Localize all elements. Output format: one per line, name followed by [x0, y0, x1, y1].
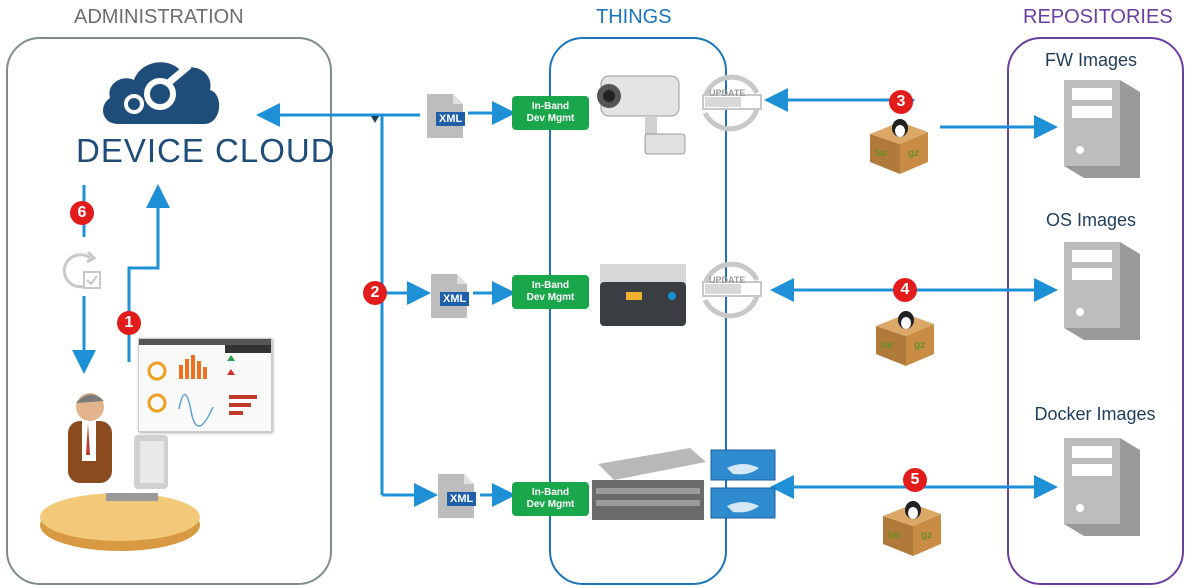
archive-box-icon [876, 311, 934, 366]
dashboard-thumbnail [138, 338, 272, 432]
server-tower-icon [1064, 242, 1140, 340]
update-label: UPDATE [709, 88, 746, 98]
xml-doc-1: XML [425, 92, 466, 140]
archive-box-3: tar gz [879, 496, 945, 558]
cloud-gear-icon [103, 62, 220, 124]
archive-box-icon [870, 119, 928, 174]
update-icon [702, 261, 762, 319]
archive-tar-label: tar [881, 340, 894, 351]
repo-label-docker-images: Docker Images [1034, 404, 1156, 424]
archive-tar-label: tar [875, 148, 888, 159]
server-tower-icon [1064, 80, 1140, 178]
inband-line1: In-Band [531, 487, 570, 498]
step-badge-1: 1 [117, 311, 141, 335]
xml-label: XML [440, 292, 470, 306]
update-label: UPDATE [709, 275, 746, 285]
step-badge-4: 4 [893, 278, 917, 302]
inband-line2: Dev Mgmt [526, 499, 575, 510]
repositories-box [1007, 37, 1184, 585]
device-cloud-label: DEVICE CLOUD [76, 132, 336, 169]
administration-box [6, 37, 332, 585]
security-camera-icon [597, 75, 686, 155]
things-title: THINGS [596, 6, 672, 28]
arrow-fw-update [764, 88, 915, 112]
administrator-user-icon [40, 393, 200, 551]
dashboard-chart-icon [139, 339, 271, 427]
junction-marker [371, 116, 379, 123]
docker-container-icon [710, 449, 776, 519]
step-badge-3: 3 [889, 90, 913, 114]
repositories-title: REPOSITORIES [1023, 6, 1173, 28]
update-icon [702, 74, 762, 132]
xml-label: XML [447, 492, 477, 506]
xml-doc-3: XML [436, 472, 477, 520]
arrow-dashboard-to-cloud [127, 184, 170, 362]
server-tower-icon [1064, 438, 1140, 536]
mini-pc-icon [600, 264, 686, 326]
xml-doc-2: XML [429, 272, 470, 320]
inband-line1: In-Band [531, 101, 570, 112]
repo-label-os-images: OS Images [1045, 210, 1137, 230]
archive-gz-label: gz [921, 530, 933, 541]
repo-label-fw-images: FW Images [1044, 50, 1137, 70]
archive-box-2: tar gz [872, 306, 938, 368]
step-badge-5: 5 [903, 468, 927, 492]
archive-tar-label: tar [888, 530, 901, 541]
step-badge-6: 6 [70, 201, 94, 225]
things-box [549, 37, 727, 585]
step-badge-2: 2 [363, 281, 387, 305]
server-rack-icon [592, 448, 706, 520]
refresh-check-icon [62, 250, 101, 289]
administration-title: ADMINISTRATION [74, 6, 244, 28]
inband-line2: Dev Mgmt [526, 113, 575, 124]
archive-box-1: tar gz [866, 114, 932, 176]
xml-label: XML [436, 112, 466, 126]
archive-gz-label: gz [914, 340, 926, 351]
archive-box-icon [883, 501, 941, 556]
inband-line1: In-Band [531, 280, 570, 291]
inband-line2: Dev Mgmt [526, 292, 575, 303]
archive-gz-label: gz [908, 148, 920, 159]
